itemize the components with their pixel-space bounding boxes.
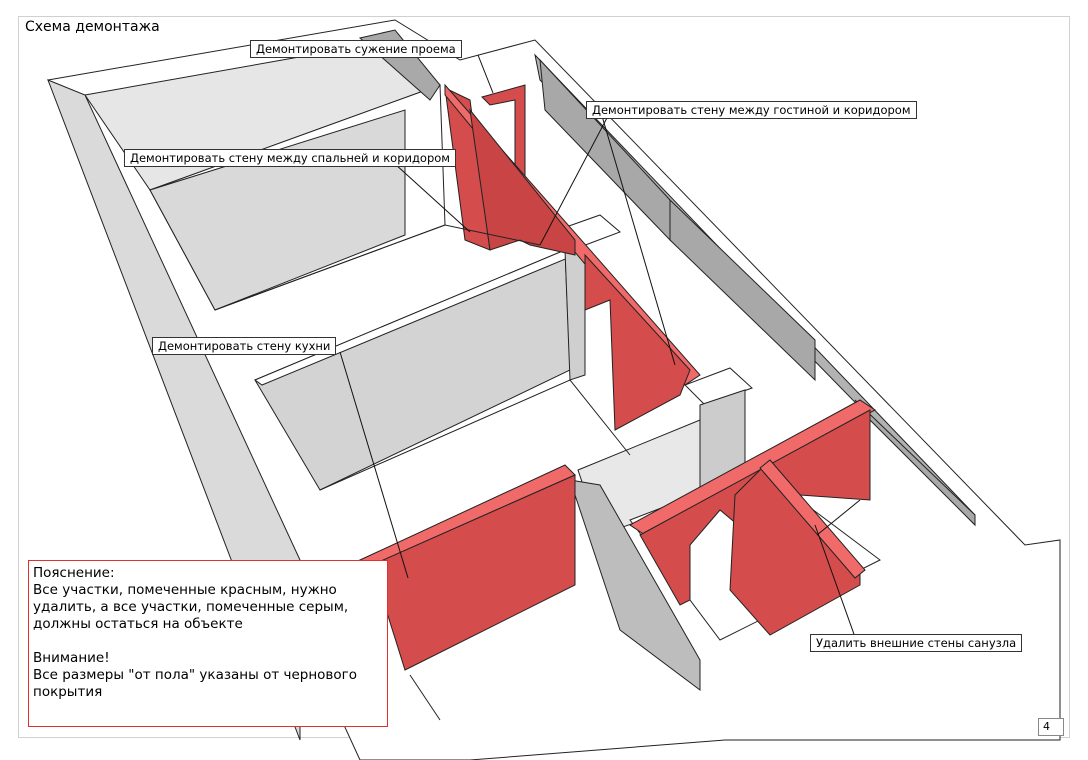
warning-line-1: Все размеры "от пола" указаны от черново… [33, 667, 357, 683]
leader-bedroom-corridor [394, 163, 471, 233]
legend-line-1: Все участки, помеченные красным, нужно [33, 582, 337, 598]
leader-kitchen [339, 351, 409, 579]
pillar-2-top [684, 367, 753, 406]
callout-living-corridor-wall: Демонтировать стену между гостиной и кор… [586, 101, 917, 119]
leader-living-corridor-2 [539, 115, 609, 246]
warning-line-2: покрытия [33, 684, 103, 700]
callout-bedroom-corridor-wall: Демонтировать стену между спальней и кор… [124, 149, 456, 167]
callout-bathroom-walls: Удалить внешние стены санузла [810, 634, 1023, 652]
floor-line-front [409, 674, 441, 721]
legend-line-2: удалить, а все участки, помеченные серым… [33, 599, 349, 615]
legend-heading: Пояснение: [33, 565, 115, 581]
bath-front-grey-wall [569, 479, 701, 691]
demolish-bath-wall-top [629, 399, 876, 536]
legend-box: Пояснение: Все участки, помеченные красн… [28, 560, 388, 727]
leader-living-corridor-1 [601, 115, 676, 366]
legend-line-3: должны остаться на объекте [33, 616, 243, 632]
callout-kitchen-wall: Демонтировать стену кухни [152, 337, 337, 355]
demolish-living-corridor-face [469, 108, 576, 256]
demolish-corridor-long-face [584, 253, 691, 431]
page-number: 4 [1038, 718, 1064, 736]
floor-line-left [214, 224, 541, 311]
demolish-kitchen-wall-face [371, 474, 576, 671]
warning-heading: Внимание! [33, 650, 110, 666]
leader-bathroom-1 [814, 524, 856, 638]
callout-opening-narrowing: Демонтировать сужение проема [250, 40, 462, 58]
leader-bathroom-2 [816, 499, 861, 536]
leader-opening [477, 54, 494, 94]
demolish-bath-side-top [759, 459, 866, 579]
diagram-title: Схема демонтажа [23, 19, 162, 35]
living-right-wall [669, 198, 816, 382]
floor-line-kitchen [319, 379, 631, 491]
